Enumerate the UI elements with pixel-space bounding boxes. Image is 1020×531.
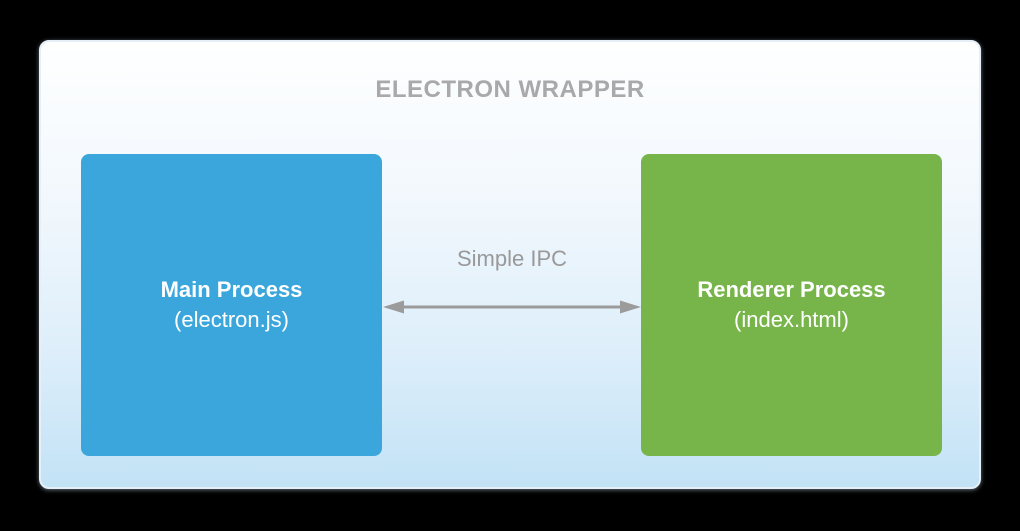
wrapper-title: ELECTRON WRAPPER [375,76,645,103]
main-process-node: Main Process (electron.js) [81,154,382,456]
ipc-bidirectional-arrow [383,300,641,314]
renderer-process-node: Renderer Process (index.html) [641,154,942,456]
electron-wrapper-container: ELECTRON WRAPPER Main Process (electron.… [39,40,981,489]
arrowhead-left-icon [383,300,404,314]
ipc-connection-label: Simple IPC [456,246,568,271]
arrowhead-right-icon [620,300,641,314]
main-process-title: Main Process [160,277,303,302]
main-process-subtitle: (electron.js) [174,307,289,332]
renderer-process-subtitle: (index.html) [734,307,849,332]
renderer-process-title: Renderer Process [697,277,886,302]
